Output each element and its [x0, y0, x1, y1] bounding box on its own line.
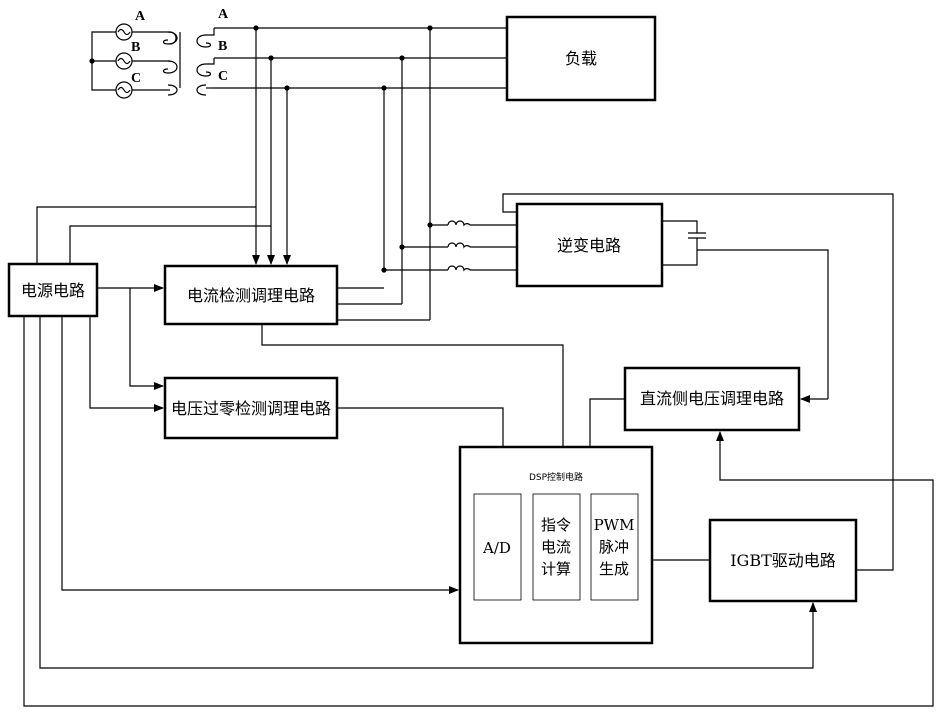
- power-label: 电源电路: [21, 281, 85, 300]
- load-label: 负载: [565, 49, 597, 68]
- power-lines: [24, 207, 933, 706]
- inverter-output-lines: [337, 28, 517, 320]
- phase-taps: [256, 28, 287, 264]
- source-phase-a-label: A: [135, 9, 146, 24]
- dc-capacitor: [662, 221, 828, 399]
- transformer-phase-b-label: B: [218, 39, 227, 54]
- dc-voltage-label: 直流侧电压调理电路: [640, 389, 784, 408]
- pwm-label-line1: PWM: [594, 516, 635, 534]
- dsp-signals: [262, 324, 710, 560]
- transformer: [164, 28, 215, 95]
- labels: A B C A B C 负载 逆变电路 电源电路 电流检测调理电路 电压过零检测…: [21, 7, 836, 578]
- current-detect-label: 电流检测调理电路: [187, 286, 315, 305]
- transformer-phase-a-label: A: [218, 7, 229, 22]
- transformer-phase-c-label: C: [218, 69, 228, 84]
- igbt-label: IGBT驱动电路: [730, 551, 836, 570]
- cmd-label-line1: 指令: [541, 516, 571, 534]
- ad-label: A/D: [482, 539, 511, 557]
- pwm-label-line3: 生成: [599, 560, 629, 578]
- inverter-label: 逆变电路: [557, 236, 621, 255]
- cmd-label-line3: 计算: [541, 560, 571, 578]
- source-phase-b-label: B: [131, 40, 140, 55]
- voltage-zero-label: 电压过零检测调理电路: [171, 399, 331, 418]
- source-phase-c-label: C: [131, 71, 141, 86]
- source-generators: [90, 24, 170, 98]
- three-phase-bus: [214, 26, 507, 90]
- cmd-label-line2: 电流: [541, 538, 571, 556]
- dsp-label: DSP控制电路: [529, 471, 583, 483]
- pwm-label-line2: 脉冲: [599, 538, 629, 556]
